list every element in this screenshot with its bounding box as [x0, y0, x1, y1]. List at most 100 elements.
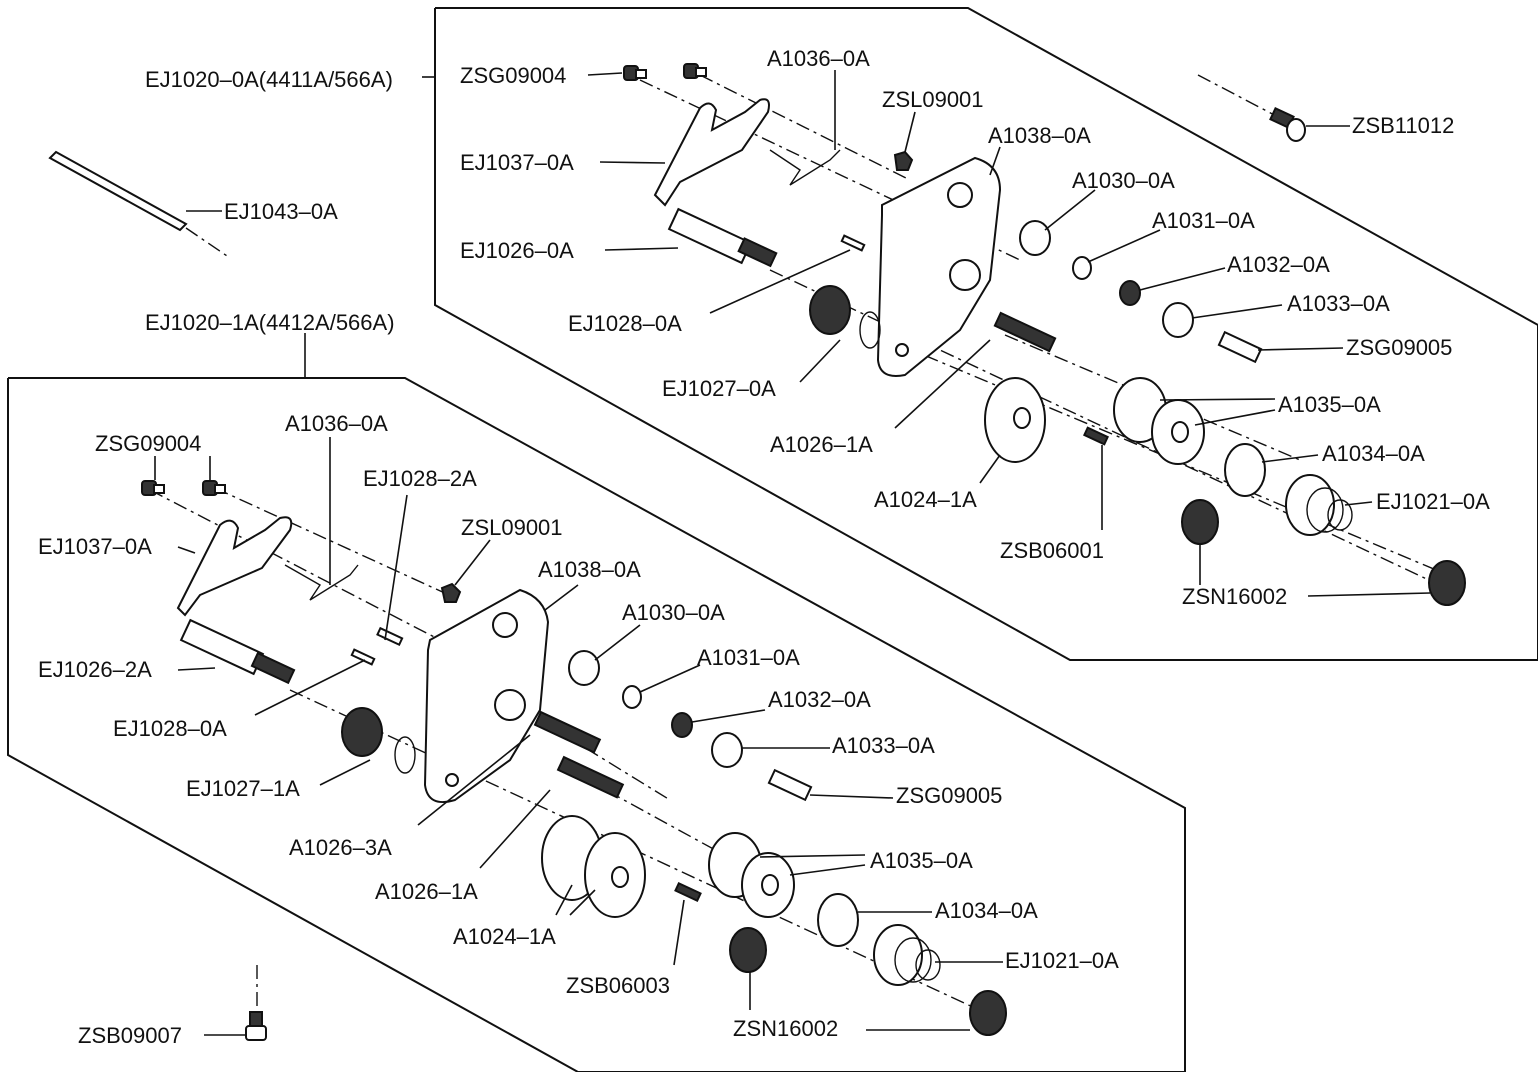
spring-ej1027-icon — [809, 285, 881, 349]
callout-a1024: A1024–1A — [453, 924, 556, 949]
callout-ej1028: EJ1028–0A — [568, 311, 682, 336]
washer-a1031-icon — [622, 685, 642, 709]
collar-a1033-icon — [711, 732, 743, 768]
bottom-leader-lines — [154, 437, 1003, 1031]
shaft-a1026-icon — [993, 311, 1057, 353]
knob-zsn16002-end-icon — [969, 990, 1007, 1036]
callout-a1031: A1031–0A — [697, 645, 800, 670]
callout-a1032: A1032–0A — [1227, 252, 1330, 277]
disc-a1034-icon — [1224, 443, 1266, 497]
collar-a1030-icon — [1019, 220, 1051, 256]
spring-a1036-icon — [769, 149, 841, 186]
callout-ej1028-2a: EJ1028–2A — [363, 466, 477, 491]
bottom-assembly-frame — [7, 377, 1186, 1072]
lever-ej1037-icon — [653, 98, 770, 207]
callout-a1034: A1034–0A — [1322, 441, 1425, 466]
callout-ej1037: EJ1037–0A — [460, 150, 574, 175]
rod-ej1043-icon — [48, 150, 188, 232]
disc-a1035-icon — [1113, 377, 1205, 465]
spring-a1036-icon — [284, 564, 359, 601]
callout-a1024: A1024–1A — [874, 487, 977, 512]
shaft-a1026-1a-icon — [533, 710, 602, 754]
callout-a1032: A1032–0A — [768, 687, 871, 712]
callout-zsg09005: ZSG09005 — [1346, 335, 1452, 360]
disc-a1034-icon — [817, 893, 859, 947]
gear-a1024-icon — [984, 377, 1046, 463]
callout-zsg09005: ZSG09005 — [896, 783, 1002, 808]
callout-zsg09004: ZSG09004 — [95, 431, 201, 456]
spring-ej1021-icon — [873, 924, 941, 986]
lever-ej1037-icon — [176, 516, 293, 617]
callout-a1035: A1035–0A — [1278, 392, 1381, 417]
pin-ej1028-icon — [350, 648, 376, 666]
callout-a1026-1a: A1026–1A — [375, 879, 478, 904]
callout-a1026-3a: A1026–3A — [289, 835, 392, 860]
knob-zsn16002-icon — [1181, 499, 1219, 545]
top-assembly-label: EJ1020–0A(4411A/566A) — [145, 67, 393, 92]
screw-zsg09005-icon — [767, 768, 813, 802]
callout-zsb09007: ZSB09007 — [78, 1023, 182, 1048]
callout-ej1028: EJ1028–0A — [113, 716, 227, 741]
callout-a1035: A1035–0A — [870, 848, 973, 873]
top-assembly-frame — [434, 7, 1538, 661]
screw-zsb06003-icon — [674, 881, 702, 903]
nut-zsl09001-icon — [893, 150, 914, 171]
pin-ej1028-icon — [840, 234, 866, 252]
bottom-assembly-label: EJ1020–1A(4412A/566A) — [145, 310, 395, 335]
callout-ej1026-2a: EJ1026–2A — [38, 657, 152, 682]
callout-a1033: A1033–0A — [1287, 291, 1390, 316]
callout-ej1021: EJ1021–0A — [1005, 948, 1119, 973]
callout-zsl09001: ZSL09001 — [882, 87, 984, 112]
plate-a1038-icon — [876, 156, 1002, 377]
callout-a1026: A1026–1A — [770, 432, 873, 457]
top-assembly: EJ1020–0A(4411A/566A) ZSG09004 A1036–0A … — [145, 7, 1538, 661]
callout-ej1027-1a: EJ1027–1A — [186, 776, 300, 801]
callout-zsg09004: ZSG09004 — [460, 63, 566, 88]
spring-ej1021-icon — [1285, 474, 1353, 536]
shaft-ej1026-icon — [667, 207, 778, 268]
pin-ej1028-2a-icon — [376, 626, 404, 647]
spring-a1032-icon — [671, 712, 693, 738]
callout-zsn16002: ZSN16002 — [733, 1016, 838, 1041]
shaft-a1026-3a-icon — [556, 755, 625, 799]
screw-zsg09004-icon — [623, 63, 707, 81]
callout-a1030: A1030–0A — [622, 600, 725, 625]
knob-zsn16002-icon — [729, 927, 767, 973]
callout-a1031: A1031–0A — [1152, 208, 1255, 233]
spring-a1032-icon — [1119, 280, 1141, 306]
plate-a1038-icon — [423, 588, 550, 804]
callout-ej1027: EJ1027–0A — [662, 376, 776, 401]
collar-a1030-icon — [568, 650, 600, 686]
gear-a1024-icon — [541, 815, 646, 918]
shaft-ej1026-2a-icon — [179, 618, 296, 685]
callout-a1036: A1036–0A — [767, 46, 870, 71]
screw-zsg09005-icon — [1217, 330, 1263, 364]
washer-a1031-icon — [1072, 256, 1092, 280]
nut-zsl09001-icon — [440, 582, 462, 603]
callout-zsb06001: ZSB06001 — [1000, 538, 1104, 563]
collar-a1033-icon — [1162, 302, 1194, 338]
loose-parts: EJ1043–0A ZSB11012 ZSB09007 — [48, 74, 1454, 1048]
callout-a1036: A1036–0A — [285, 411, 388, 436]
knob-zsn16002-end-icon — [1428, 560, 1466, 606]
bottom-assembly: EJ1020–1A(4412A/566A) ZSG09004 A1036–0A … — [7, 310, 1186, 1072]
callout-zsb06003: ZSB06003 — [566, 973, 670, 998]
callout-ej1021: EJ1021–0A — [1376, 489, 1490, 514]
callout-ej1043: EJ1043–0A — [224, 199, 338, 224]
screw-zsb11012-icon — [1269, 107, 1306, 142]
disc-a1035-icon — [708, 832, 795, 918]
callout-zsb11012: ZSB11012 — [1352, 113, 1454, 138]
callout-a1030: A1030–0A — [1072, 168, 1175, 193]
callout-a1033: A1033–0A — [832, 733, 935, 758]
callout-ej1026: EJ1026–0A — [460, 238, 574, 263]
screw-zsg09004-icon — [141, 480, 226, 496]
screw-zsb09007-icon — [245, 1011, 267, 1041]
top-leader-lines — [422, 70, 1431, 597]
callout-a1034: A1034–0A — [935, 898, 1038, 923]
spring-ej1027-1a-icon — [341, 707, 416, 774]
callout-a1038: A1038–0A — [988, 123, 1091, 148]
callout-a1038: A1038–0A — [538, 557, 641, 582]
callout-ej1037: EJ1037–0A — [38, 534, 152, 559]
callout-zsl09001: ZSL09001 — [461, 515, 563, 540]
